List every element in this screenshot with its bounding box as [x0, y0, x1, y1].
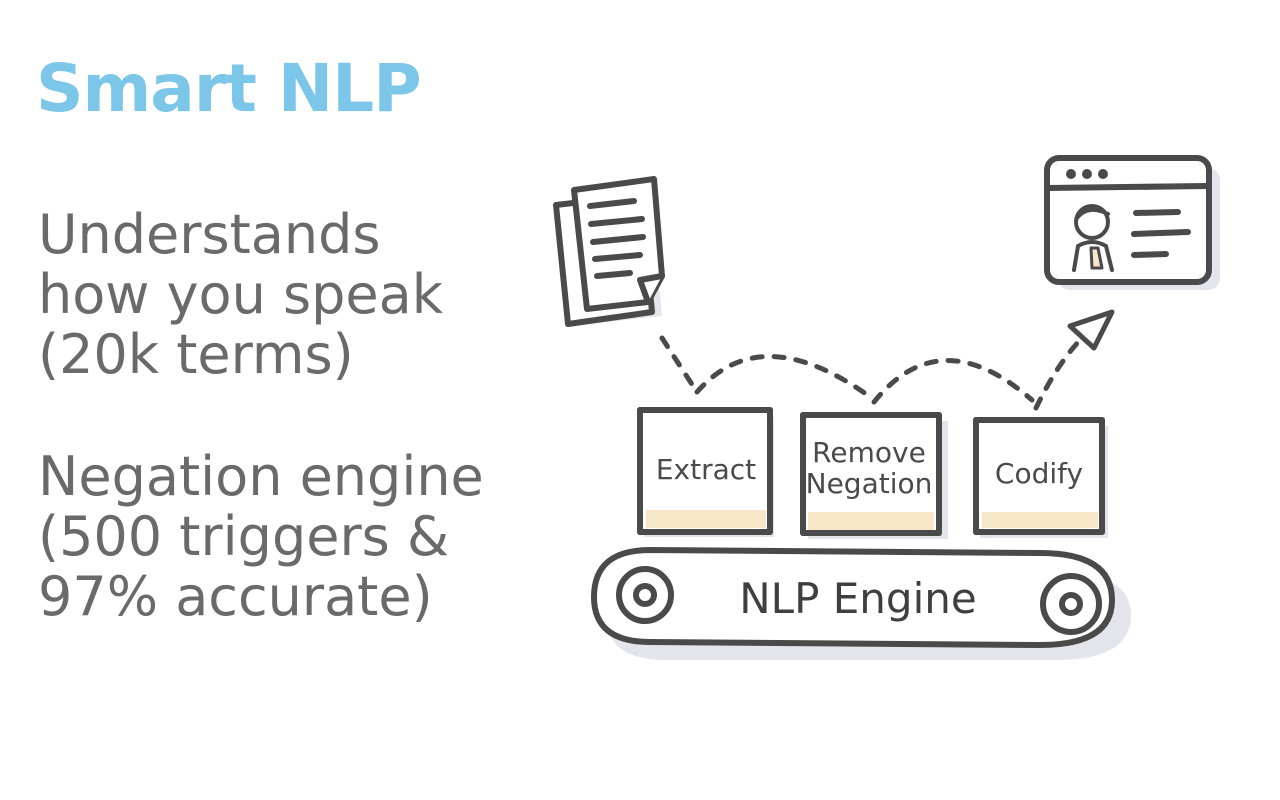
- step-box-extract: [637, 407, 774, 537]
- bullet-line: 97% accurate): [38, 565, 433, 628]
- flow-arrows: [659, 335, 1083, 411]
- step-box-codify: [973, 417, 1108, 538]
- feature-understands-speech: Understands how you speak (20k terms): [38, 205, 443, 385]
- patient-profile-window-icon: [1044, 155, 1220, 290]
- feature-negation-engine: Negation engine (500 triggers & 97% accu…: [38, 447, 484, 627]
- bullet-line: Negation engine: [38, 445, 484, 508]
- step-label: Negation: [806, 467, 933, 500]
- step-box-remove-negation: [800, 412, 948, 539]
- document-stack-icon: [553, 176, 665, 327]
- step-label: Remove: [812, 436, 926, 469]
- slide-title: Smart NLP: [36, 50, 422, 127]
- arrowhead-icon: [1067, 309, 1115, 351]
- step-label: Extract: [656, 453, 756, 486]
- step-label: Codify: [995, 457, 1083, 490]
- conveyor-belt: [591, 547, 1131, 660]
- bullet-line: how you speak: [38, 263, 443, 326]
- bullet-line: (20k terms): [38, 323, 354, 386]
- conveyor-label: NLP Engine: [739, 574, 976, 623]
- bullet-line: Understands: [38, 203, 381, 266]
- bullet-line: (500 triggers &: [38, 505, 450, 568]
